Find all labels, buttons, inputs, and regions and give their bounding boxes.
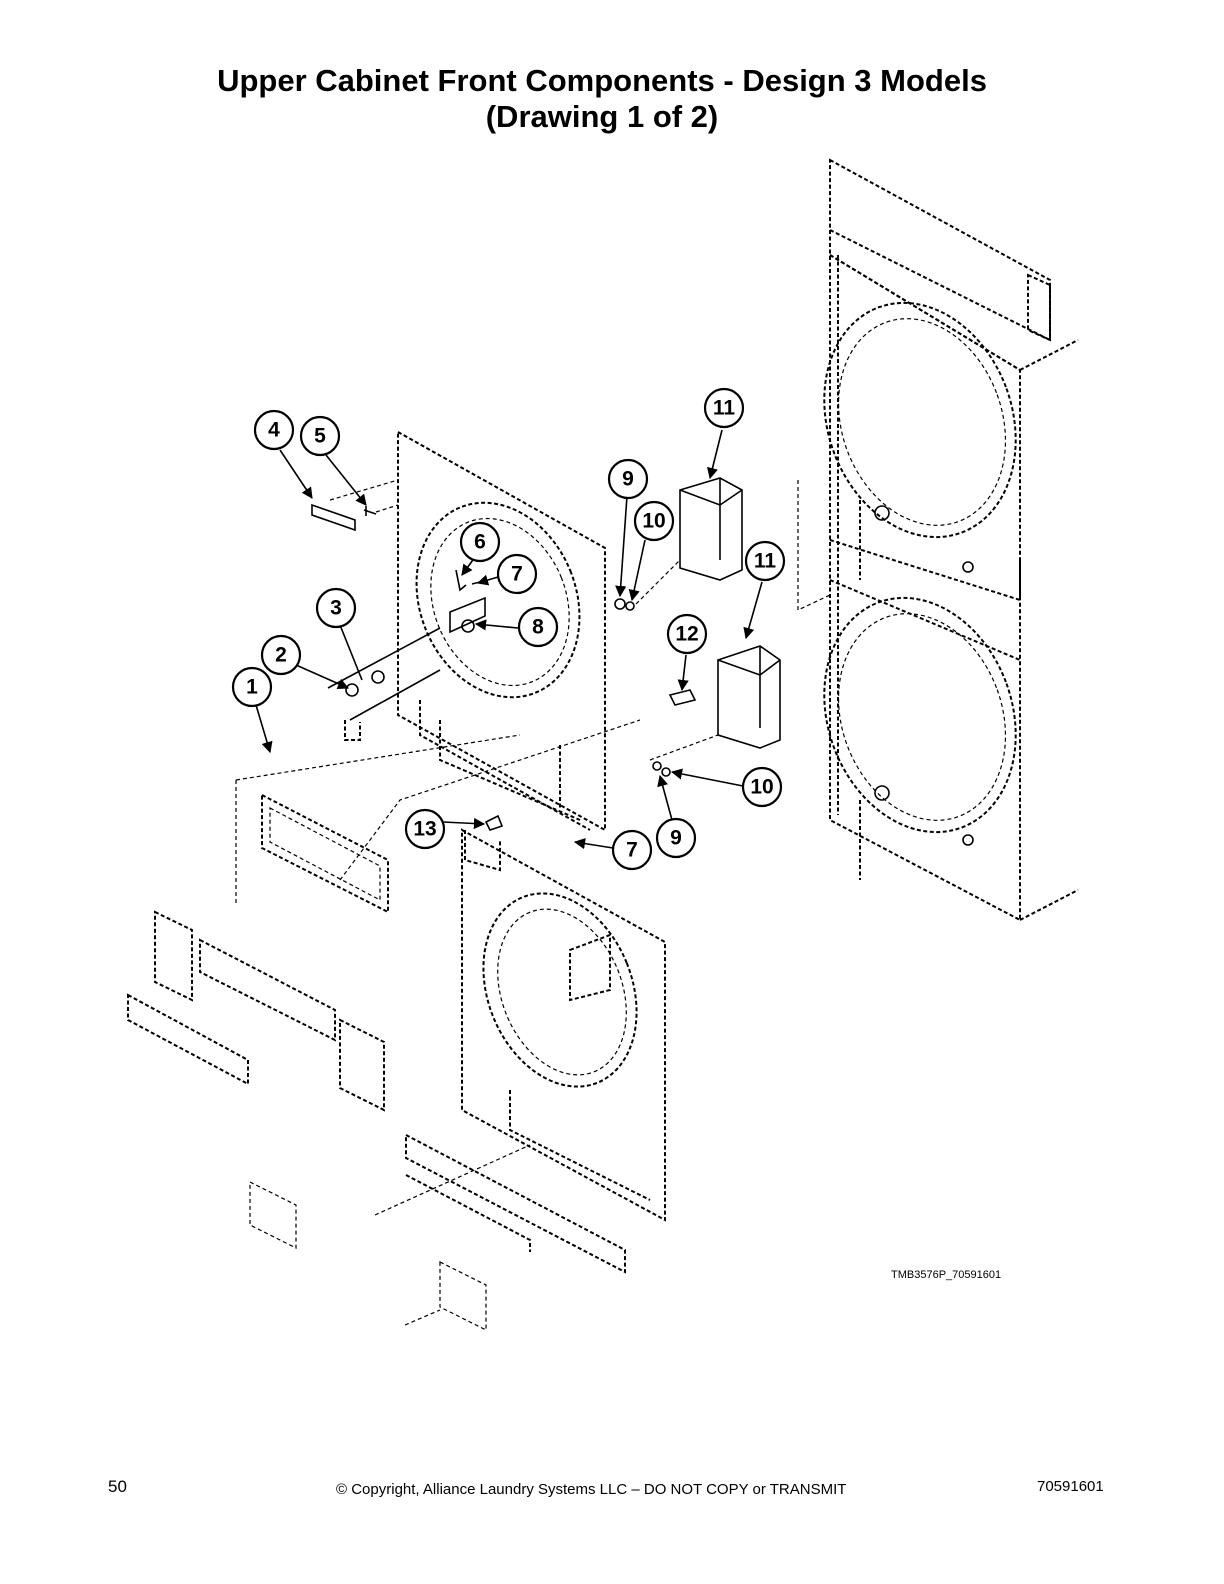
lower-left-panels [127,719,641,1331]
callout-13-label: 13 [413,818,436,841]
part-8-switch [449,596,486,634]
drawing-code: TMB3576P_70591601 [891,1269,1002,1281]
lower-front-panel [461,828,666,1222]
page-title: Upper Cabinet Front Components - Design … [217,63,987,98]
callout-7-upper: 7 [496,553,538,595]
part-12-bracket [668,689,697,706]
callout-10-upper: 10 [633,500,675,542]
page-number: 50 [108,1477,127,1496]
callout-1: 1 [231,666,273,708]
callout-leaders [255,429,763,850]
callout-11-lower-label: 11 [754,550,777,573]
callout-3: 3 [315,587,357,629]
callout-8: 8 [517,606,559,648]
callout-4: 4 [253,409,295,451]
callout-2-label: 2 [275,644,287,667]
part-9-10-hardware-lower [649,734,719,777]
upper-front-panel [397,430,606,832]
part-2-lock [345,670,385,697]
callout-10-lower: 10 [741,766,783,808]
callout-11-upper-label: 11 [713,397,736,420]
page-subtitle: (Drawing 1 of 2) [485,99,719,134]
callout-6: 6 [459,521,501,563]
callout-5: 5 [299,415,341,457]
callout-7-lower-label: 7 [626,839,638,862]
callout-9-lower: 9 [655,817,697,859]
callout-1-label: 1 [246,676,258,699]
callout-3-label: 3 [330,597,342,620]
callout-7-lower: 7 [611,829,653,871]
callout-10-upper-label: 10 [642,510,665,533]
callout-11-upper: 11 [703,387,745,429]
callout-2: 2 [260,634,302,676]
callout-10-lower-label: 10 [750,776,773,799]
part-9-10-hardware-upper [614,559,681,611]
callout-13: 13 [404,808,446,850]
part-5-screw [363,504,399,516]
callout-9-upper-label: 9 [622,468,634,491]
cabinet-frame [797,158,1079,922]
callout-12: 12 [666,613,708,655]
part-3-lock-bracket [327,627,441,741]
callout-5-label: 5 [314,425,326,448]
callout-9-lower-label: 9 [670,827,682,850]
part-4-decal [311,479,399,532]
callout-7-upper-label: 7 [511,563,523,586]
part-6-clip [455,569,467,592]
document-number: 70591601 [1037,1478,1104,1495]
callout-9-upper: 9 [607,458,649,500]
callout-6-label: 6 [474,531,486,554]
callout-12-label: 12 [675,623,698,646]
part-11-box-lower [717,645,781,749]
callout-11-lower: 11 [744,540,786,582]
callout-8-label: 8 [532,616,544,639]
part-11-box-upper [679,477,743,581]
part-13-fitting [484,814,504,831]
callout-4-label: 4 [268,419,280,442]
copyright-notice: © Copyright, Alliance Laundry Systems LL… [336,1481,847,1498]
